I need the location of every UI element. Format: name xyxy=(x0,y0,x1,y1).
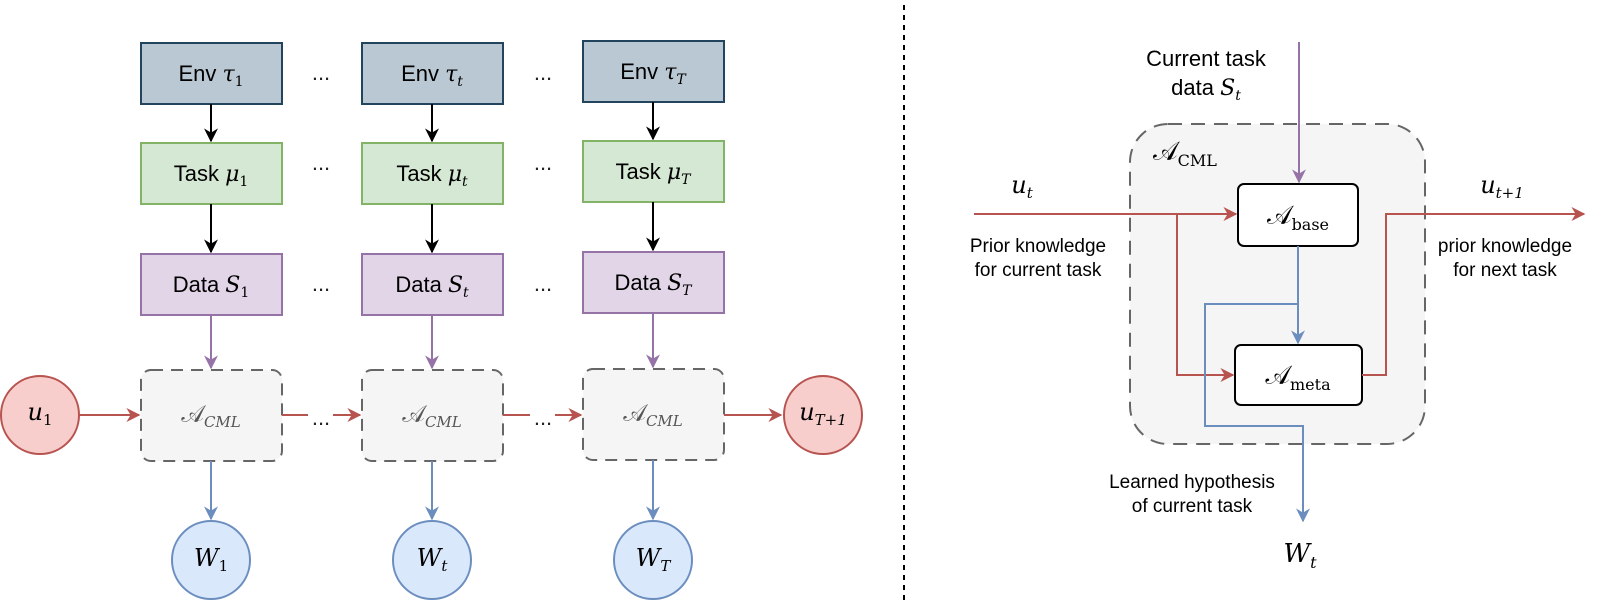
cml-container-label: 𝒜CML xyxy=(1153,137,1217,170)
w-label-t: Wt xyxy=(417,544,449,575)
prior-next-line2: for next task xyxy=(1453,260,1557,281)
prior-next-line1: prior knowledge xyxy=(1438,236,1572,257)
ellipsis-task-1: ... xyxy=(312,150,330,175)
u-out-label: ut+1 xyxy=(1480,171,1524,202)
arrow-to-w xyxy=(1204,303,1310,523)
prior-current-line1: Prior knowledge xyxy=(970,236,1106,257)
column-T: Env τT Task μT Data ST 𝒜CML WT xyxy=(582,40,725,600)
task-box-t xyxy=(361,142,504,205)
column-t: Env τt Task μt Data St 𝒜CML Wt xyxy=(361,42,504,600)
w-out-label: Wt xyxy=(1283,539,1317,572)
meta-label: 𝒜meta xyxy=(1265,361,1331,394)
current-task-label-line2: data St xyxy=(1171,75,1241,104)
learned-line2: of current task xyxy=(1132,496,1253,517)
w-node-T xyxy=(613,520,693,600)
task-label-t: Task μt xyxy=(396,161,468,190)
arrow-meta-uout xyxy=(1362,207,1586,376)
data-box-1 xyxy=(140,253,283,316)
task-box-1 xyxy=(140,142,283,205)
task-box-T xyxy=(582,140,725,203)
data-label-t: Data St xyxy=(395,272,469,301)
data-label-1: Data S1 xyxy=(173,272,250,301)
ellipsis-env-1: ... xyxy=(312,60,330,85)
ellipsis-algo-1: ... xyxy=(312,405,330,430)
ellipsis-data-1: ... xyxy=(312,271,330,296)
data-label-T: Data ST xyxy=(614,270,693,299)
env-label-t: Env τt xyxy=(401,61,463,90)
ellipsis-env-2: ... xyxy=(534,60,552,85)
task-label-T: Task μT xyxy=(615,159,692,188)
current-task-label-line1: Current task xyxy=(1146,46,1267,71)
env-box-t xyxy=(361,42,504,105)
u-end-node xyxy=(783,375,863,455)
w-label-T: WT xyxy=(636,544,672,575)
w-node-1 xyxy=(171,520,251,600)
u-in-label: ut xyxy=(1011,171,1033,202)
learned-line1: Learned hypothesis xyxy=(1109,472,1275,493)
u-start-label: u1 xyxy=(27,398,52,429)
ellipsis-algo-2: ... xyxy=(534,405,552,430)
task-label-1: Task μ1 xyxy=(174,161,249,190)
ellipsis-data-2: ... xyxy=(534,271,552,296)
base-label: 𝒜base xyxy=(1267,201,1329,234)
ellipsis-task-2: ... xyxy=(534,150,552,175)
prior-current-line2: for current task xyxy=(975,260,1102,281)
w-node-t xyxy=(392,520,472,600)
env-label-T: Env τT xyxy=(620,59,687,88)
w-label-1: W1 xyxy=(194,544,228,575)
u-end-label: uT+1 xyxy=(799,398,847,429)
right-panel: Current task data St 𝒜CML 𝒜base 𝒜meta ut… xyxy=(970,42,1586,572)
env-box-1 xyxy=(140,42,283,105)
algo-label-T: 𝒜CML xyxy=(623,399,683,430)
column-1: Env τ1 Task μ1 Data S1 𝒜CML W1 xyxy=(140,42,283,600)
algo-label-t: 𝒜CML xyxy=(402,400,462,431)
arrow-uin-meta xyxy=(1176,214,1235,382)
data-box-T xyxy=(582,251,725,314)
algo-label-1: 𝒜CML xyxy=(181,400,241,431)
left-panel: Env τ1 Task μ1 Data S1 𝒜CML W1 xyxy=(0,40,863,600)
env-label-1: Env τ1 xyxy=(178,61,243,90)
ellipsis-group: ... ... ... ... ... ... ... ... xyxy=(312,60,552,430)
